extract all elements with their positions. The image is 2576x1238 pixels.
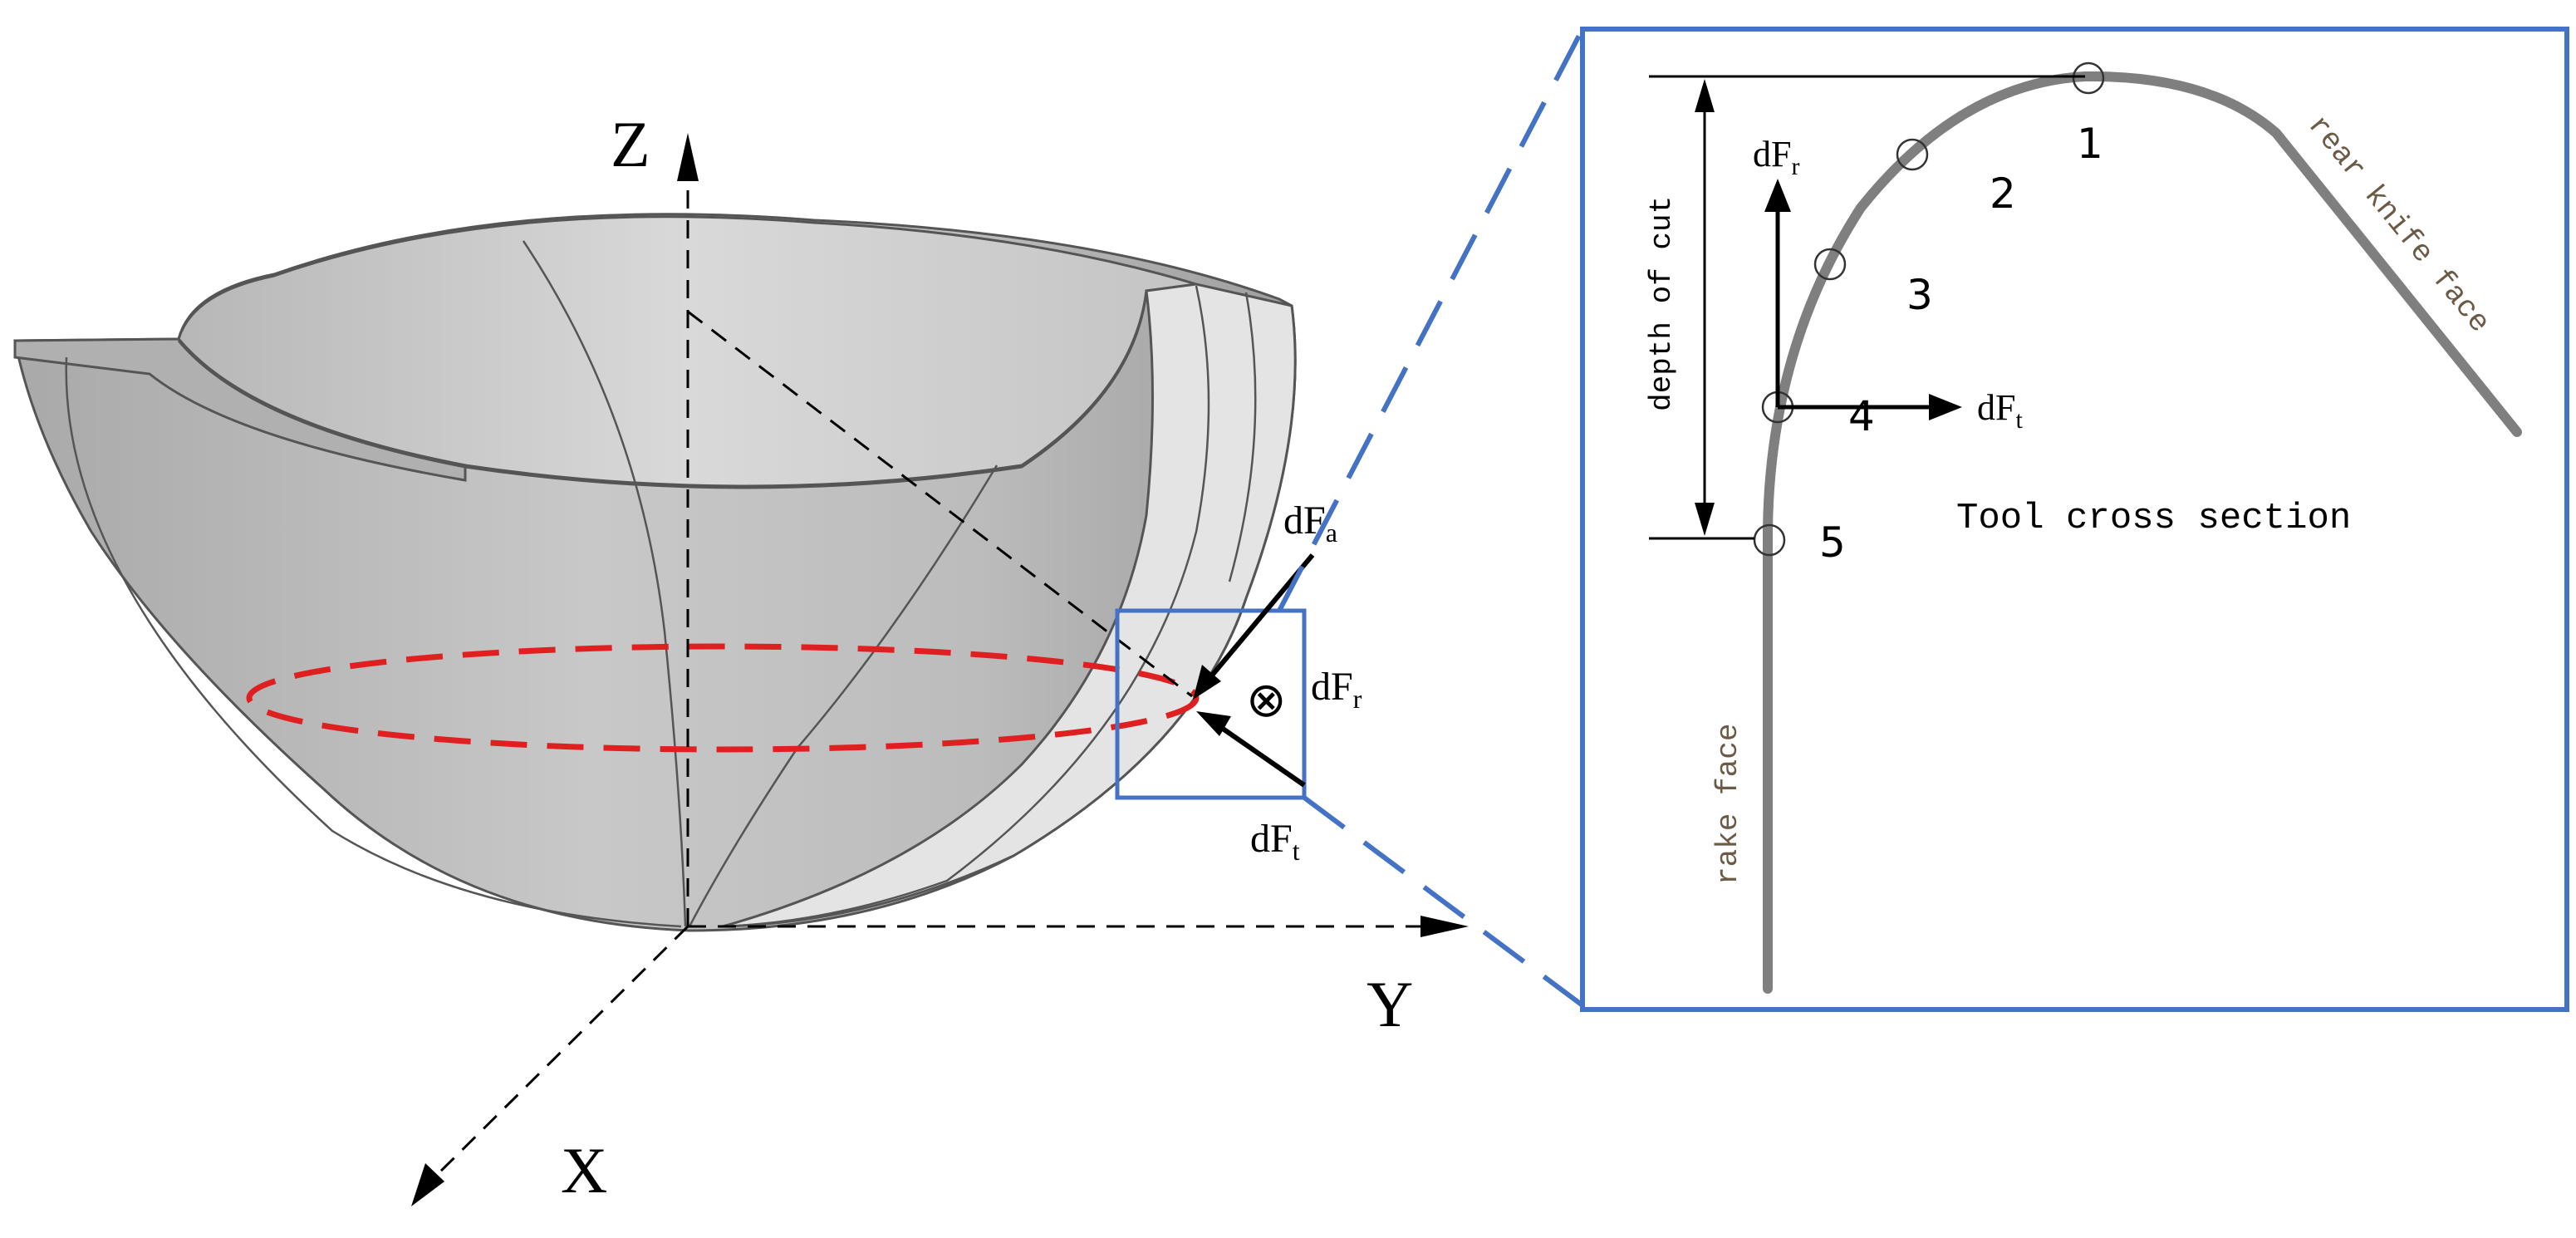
x-axis-arrowhead	[411, 1163, 444, 1206]
tangential-force-arrowhead	[1196, 711, 1231, 736]
z-axis-label: Z	[611, 108, 650, 180]
point-marker-5	[1753, 523, 1786, 557]
tool-cross-section-panel: 1 2 3 4 5 depth of cut dFr dFt Tool cros…	[1580, 27, 2569, 1012]
point-label-2: 2	[1990, 169, 2016, 218]
detail-box	[1115, 608, 1307, 800]
depth-of-cut-label: depth of cut	[1645, 196, 1679, 411]
zoom-connector-top	[1277, 27, 1585, 612]
section-tangential-label: dFt	[1977, 387, 2023, 434]
dimension-arrow-top	[1695, 79, 1715, 112]
point-label-5: 5	[1819, 518, 1846, 567]
bowl-meridian-2	[522, 240, 687, 927]
x-axis-label: X	[561, 1134, 607, 1206]
point-label-3: 3	[1906, 271, 1933, 319]
tool-profile	[1763, 71, 2522, 994]
tangential-force-label: dFt	[1250, 817, 1300, 866]
bowl-illustration	[13, 213, 1297, 932]
z-axis-arrowhead	[677, 133, 699, 181]
y-axis-arrowhead	[1420, 916, 1469, 937]
axial-force-label: dFa	[1283, 499, 1337, 548]
bowl-meridian-4	[722, 285, 1210, 928]
tangential-force-arrow	[1213, 720, 1306, 788]
point-marker-3	[1813, 248, 1847, 281]
zoom-frame	[1580, 27, 2569, 1012]
bowl-force-arrows: dFa ⊗ dFr dFt	[1193, 499, 1362, 866]
radius-line	[687, 310, 1193, 698]
into-page-symbol: ⊗	[1246, 671, 1287, 728]
section-radial-arrowhead	[1764, 179, 1791, 212]
radial-force-label: dFr	[1311, 665, 1362, 714]
y-axis-label: Y	[1367, 968, 1413, 1040]
cutting-circle	[246, 643, 1200, 753]
section-radial-label: dFr	[1753, 134, 1799, 180]
bowl-meridian-3	[688, 464, 999, 927]
section-tangential-arrowhead	[1929, 394, 1962, 420]
x-axis-line	[430, 925, 689, 1182]
zoom-connector-bottom	[1303, 795, 1584, 1008]
rake-face-label: rake face	[1711, 724, 1745, 885]
point-label-4: 4	[1848, 392, 1875, 440]
bowl-meridian-1	[65, 356, 682, 928]
axial-force-arrowhead	[1193, 665, 1221, 700]
bowl-meridian-5	[1228, 292, 1257, 582]
point-marker-1	[2072, 61, 2105, 95]
point-marker-2	[1896, 138, 1929, 171]
bowl-rim-left	[13, 337, 467, 482]
coordinate-axes: Z Y X	[411, 108, 1469, 1206]
dimension-arrow-bottom	[1695, 503, 1715, 536]
bowl-rim-edge	[177, 292, 1148, 489]
section-title: Tool cross section	[1956, 498, 2351, 539]
point-label-1: 1	[2077, 120, 2103, 168]
